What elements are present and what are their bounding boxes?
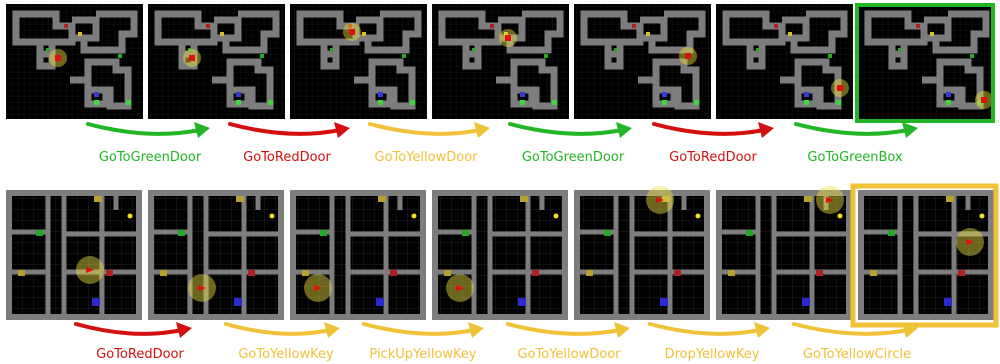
agent-marker <box>966 239 974 245</box>
top-label-4: GoToGreenDoor <box>522 150 625 165</box>
arrow-shaft <box>86 122 202 136</box>
agent-marker <box>981 97 987 103</box>
arrow-shaft <box>792 322 910 336</box>
top-arrow-1 <box>86 122 210 138</box>
agent-marker <box>55 55 61 61</box>
agent-marker <box>685 53 691 59</box>
bottom-arrow-5 <box>648 322 770 338</box>
top-arrow-5 <box>652 122 774 138</box>
bottom-arrow-6 <box>792 322 918 338</box>
bottom-row-labels: GoToRedDoor GoToYellowKey PickUpYellowKe… <box>96 347 911 362</box>
arrow-head <box>614 322 630 338</box>
top-row-frames <box>6 3 995 123</box>
bottom-arrow-1 <box>74 322 192 338</box>
agent-marker <box>505 35 511 41</box>
frame-grid <box>290 190 426 320</box>
bottom-row-frames <box>6 183 999 328</box>
bottom-row-arrows <box>74 322 918 338</box>
arrow-shaft <box>224 322 332 336</box>
arrow-shaft <box>362 322 476 336</box>
top-arrow-2 <box>228 122 350 138</box>
bottom-frame-6 <box>716 186 852 320</box>
top-frame-4 <box>432 4 569 119</box>
arrow-shaft <box>794 122 910 136</box>
top-frame-1 <box>6 4 143 119</box>
top-arrow-6 <box>794 122 918 138</box>
arrow-head <box>176 322 192 338</box>
top-arrow-4 <box>508 122 632 138</box>
frame-grid <box>574 190 710 320</box>
agent-marker <box>189 55 195 61</box>
bottom-arrow-3 <box>362 322 484 338</box>
agent-marker <box>456 285 464 291</box>
bottom-label-3: PickUpYellowKey <box>369 347 477 362</box>
bottom-label-1: GoToRedDoor <box>96 347 184 362</box>
pending-border <box>850 183 999 328</box>
top-arrow-3 <box>368 122 490 138</box>
arrow-shaft <box>506 322 622 336</box>
agent-marker <box>837 85 843 91</box>
arrow-head <box>758 122 774 138</box>
arrow-shaft <box>652 122 766 136</box>
bottom-label-6: GoToYellowCircle <box>803 347 911 362</box>
success-border <box>855 3 995 123</box>
arrow-shaft <box>648 322 762 336</box>
arrow-shaft <box>508 122 624 136</box>
agent-marker <box>198 285 206 291</box>
frame-grid <box>6 190 142 320</box>
agent-marker <box>86 267 94 273</box>
agent-marker <box>656 197 664 203</box>
frame-grid <box>432 190 568 320</box>
bottom-label-4: GoToYellowDoor <box>518 347 622 362</box>
arrow-head <box>334 122 350 138</box>
arrow-head <box>902 122 918 138</box>
arrow-head <box>324 322 340 338</box>
top-row-labels: GoToGreenDoor GoToRedDoor GoToYellowDoor… <box>99 150 903 165</box>
top-label-6: GoToGreenBox <box>807 150 903 165</box>
arrow-head <box>902 322 918 338</box>
top-label-2: GoToRedDoor <box>243 150 331 165</box>
top-row-arrows <box>86 122 918 138</box>
arrow-shaft <box>368 122 482 136</box>
arrow-shaft <box>74 322 184 336</box>
top-label-3: GoToYellowDoor <box>375 150 479 165</box>
bottom-frame-4 <box>432 190 568 320</box>
agent-marker <box>826 197 834 203</box>
top-label-5: GoToRedDoor <box>669 150 757 165</box>
agent-marker <box>349 29 355 35</box>
bottom-frame-2 <box>148 190 284 320</box>
arrow-head <box>616 122 632 138</box>
bottom-frame-1 <box>6 190 142 320</box>
bottom-arrow-4 <box>506 322 630 338</box>
arrow-head <box>474 122 490 138</box>
top-frame-3 <box>290 4 427 119</box>
top-frame-6 <box>716 4 853 119</box>
arrow-head <box>194 122 210 138</box>
top-frame-2 <box>148 4 285 119</box>
agent-marker <box>314 285 322 291</box>
bottom-label-5: DropYellowKey <box>665 347 760 362</box>
arrow-shaft <box>228 122 342 136</box>
bottom-arrow-2 <box>224 322 340 338</box>
bottom-label-2: GoToYellowKey <box>238 347 334 362</box>
top-frame-5 <box>574 4 711 119</box>
arrow-head <box>468 322 484 338</box>
top-label-1: GoToGreenDoor <box>99 150 202 165</box>
bottom-frame-5 <box>574 186 710 320</box>
bottom-frame-3 <box>290 190 426 320</box>
top-frame-7 <box>858 4 995 119</box>
frame-grid <box>858 190 994 320</box>
frame-grid <box>148 190 284 320</box>
arrow-head <box>754 322 770 338</box>
frame-grid <box>716 190 852 320</box>
bottom-frame-7 <box>858 190 994 320</box>
